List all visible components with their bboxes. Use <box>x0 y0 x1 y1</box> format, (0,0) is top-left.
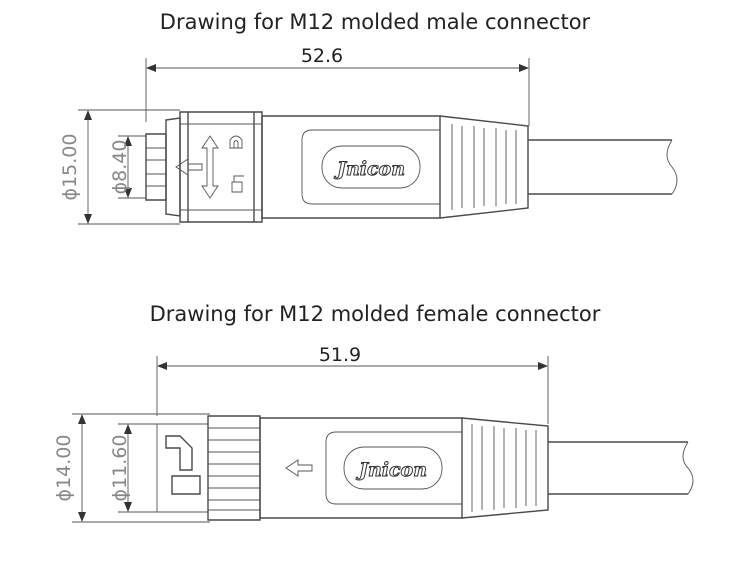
male-brand-logo: Jnicon <box>334 158 405 180</box>
female-grip-ribs <box>461 417 549 519</box>
male-drawing-title: Drawing for M12 molded male connector <box>159 10 591 34</box>
male-coupling-nut <box>179 111 263 223</box>
male-logo-badge <box>321 145 421 189</box>
male-unlock-icon <box>231 175 244 193</box>
male-outer-diameter-label: ϕ15.00 <box>59 134 81 201</box>
female-left-arrow-icon <box>285 459 313 477</box>
female-socket-outline <box>156 423 208 513</box>
female-outer-diameter-label: ϕ14.00 <box>53 435 75 502</box>
female-logo-badge <box>343 446 443 490</box>
female-knurled-nut <box>207 415 261 521</box>
female-brand-logo: Jnicon <box>356 459 427 481</box>
female-cable <box>548 441 688 495</box>
female-inner-diameter-label: ϕ11.60 <box>109 435 131 502</box>
male-grip-ribs <box>439 115 529 219</box>
female-key-slot <box>165 435 193 471</box>
male-cable <box>528 139 672 195</box>
male-updown-arrow-icon <box>201 135 219 199</box>
male-inner-diameter-label: ϕ8.40 <box>109 140 131 195</box>
female-drawing-title: Drawing for M12 molded female connector <box>149 302 601 326</box>
male-left-arrow-icon <box>175 158 203 176</box>
male-lock-icon <box>229 135 243 149</box>
male-pin-face <box>145 133 167 201</box>
female-length-label: 51.9 <box>319 344 361 366</box>
male-connector: 52.6 ϕ15.00 ϕ8.40 Jnico <box>59 45 678 225</box>
male-length-label: 52.6 <box>301 45 343 67</box>
female-connector: 51.9 ϕ14.00 ϕ11.60 <box>53 344 694 523</box>
